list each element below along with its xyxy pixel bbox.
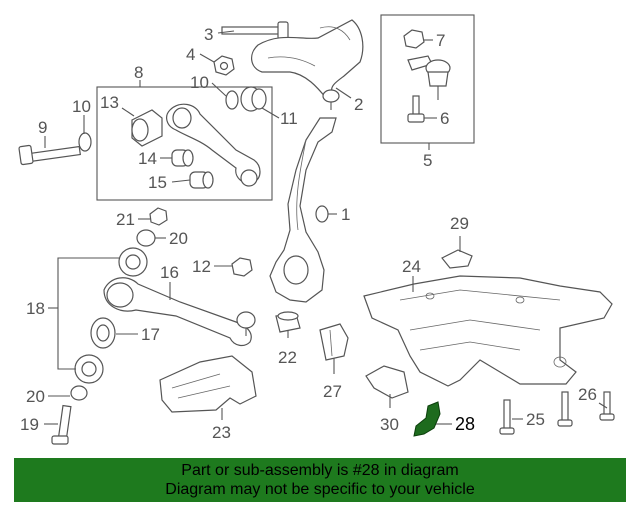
- callout-23: 23: [212, 423, 231, 442]
- part-22-mount: [275, 311, 301, 333]
- callout-10: 10: [190, 73, 209, 92]
- part-29-plate: [441, 249, 473, 269]
- part-10-washer: [225, 90, 239, 110]
- part-13-bushing: [131, 109, 163, 147]
- callout-12: 12: [192, 257, 211, 276]
- group-box-8: [96, 86, 273, 201]
- callout-29: 29: [450, 214, 469, 233]
- part-11-bushing: [240, 86, 267, 112]
- callout-3: 3: [204, 25, 213, 44]
- callout-24: 24: [402, 257, 421, 276]
- part-23-shield: [159, 355, 257, 413]
- part-12-nut: [231, 257, 253, 277]
- part-27-bracket: [319, 323, 349, 361]
- callout-14: 14: [138, 149, 157, 168]
- part-24-subframe: [363, 275, 613, 387]
- part-20-washer: [136, 229, 156, 247]
- callout-28: 28: [455, 414, 475, 434]
- callout-13: 13: [100, 93, 119, 112]
- callout-9: 9: [38, 118, 47, 137]
- part-16-lower-arm: [103, 277, 256, 347]
- callout-7: 7: [436, 31, 445, 50]
- callout-25: 25: [526, 410, 545, 429]
- part-1-steering-knuckle: [269, 117, 337, 303]
- part-30-bracket: [365, 365, 409, 399]
- callout-22: 22: [278, 348, 297, 367]
- callout-5: 5: [423, 151, 432, 170]
- banner-line-1: Part or sub-assembly is #28 in diagram: [181, 462, 459, 479]
- part-6-bolt: [407, 95, 425, 123]
- part-18-assembly: [118, 247, 148, 277]
- callout-11: 11: [280, 109, 298, 128]
- callout-30: 30: [380, 415, 399, 434]
- part-26-bolt: [599, 391, 615, 421]
- part-14-bushing: [171, 149, 194, 167]
- group-box-5: [380, 14, 475, 144]
- part-28-bracket-highlight: [413, 401, 441, 437]
- callout-26: 26: [578, 385, 597, 404]
- part-15-bushing: [189, 171, 214, 189]
- callout-1: 1: [341, 205, 350, 224]
- callout-2: 2: [354, 95, 363, 114]
- part-4-nut: [213, 55, 235, 76]
- callout-17: 17: [141, 325, 160, 344]
- callout-27: 27: [323, 382, 342, 401]
- part-18-lower-bushing: [74, 354, 104, 384]
- part-21-nut: [149, 207, 168, 226]
- part-3-bolt: [221, 21, 289, 40]
- callout-8: 8: [134, 63, 143, 82]
- part-2-upper-control-arm: [251, 19, 364, 110]
- callout-4: 4: [186, 45, 195, 64]
- part-25-bolts: [499, 391, 573, 435]
- part-17-bushing: [90, 317, 116, 349]
- banner-line-2: Diagram may not be specific to your vehi…: [165, 481, 475, 498]
- callout-15: 15: [148, 173, 167, 192]
- part-8-control-arm: [166, 103, 261, 187]
- callout-18: 18: [26, 299, 45, 318]
- callout-6: 6: [440, 109, 449, 128]
- info-banner: Part or sub-assembly is #28 in diagram D…: [14, 458, 626, 502]
- part-5-ball-joint: [407, 55, 451, 100]
- parts-diagram: 3 4 10 11 2 7 6 8 5 9 10 13 14 15 1 21 2…: [18, 14, 615, 445]
- leader-lines: [44, 30, 608, 425]
- callout-19: 19: [20, 415, 39, 434]
- part-7-nut: [403, 29, 425, 49]
- part-19-bolt: [51, 404, 72, 445]
- part-9-bolt: [18, 144, 81, 166]
- callout-20: 20: [169, 229, 188, 248]
- callout-10-left: 10: [72, 97, 91, 116]
- part-20-washer-lower: [70, 385, 88, 401]
- part-10-washer-left: [78, 132, 92, 152]
- callout-20-lower: 20: [26, 387, 45, 406]
- callout-21: 21: [116, 210, 135, 229]
- callout-16: 16: [160, 263, 179, 282]
